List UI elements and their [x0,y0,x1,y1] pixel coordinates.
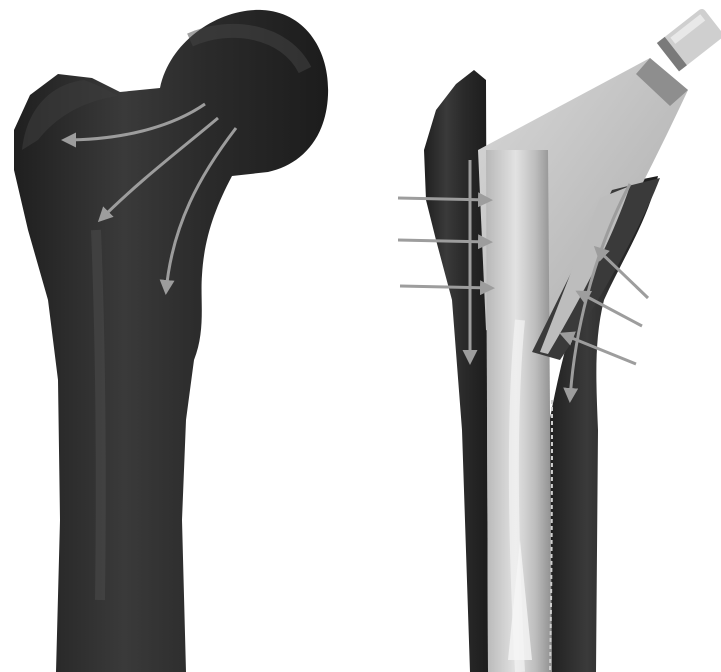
lateral-arrow-2 [398,240,490,242]
left-femur-panel [14,10,328,672]
implant-trunnion [657,7,721,71]
right-lateral-cortex [424,70,488,672]
right-implant-panel [398,7,721,672]
lateral-arrow-1 [398,198,490,200]
left-femur-highlight [96,230,101,600]
lateral-arrow-3 [400,286,492,288]
